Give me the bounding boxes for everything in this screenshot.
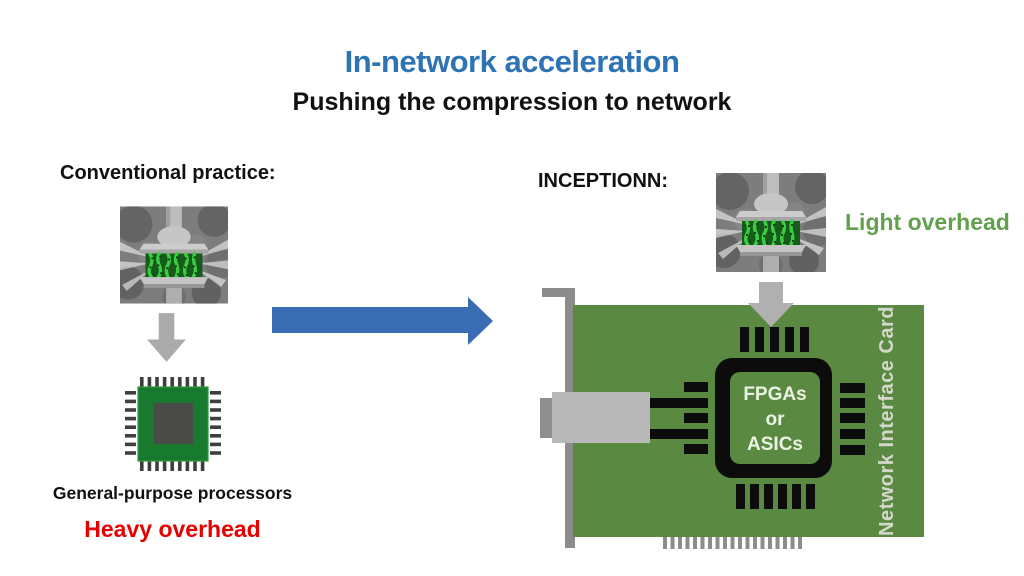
inceptionn-heading: INCEPTIONN:	[538, 170, 668, 192]
right-arrow-icon	[272, 297, 493, 345]
cpu-chip-pins	[125, 377, 221, 471]
heavy-overhead-label: Heavy overhead	[84, 516, 261, 542]
slide-subtitle: Pushing the compression to network	[292, 88, 732, 116]
chip-traces	[650, 382, 708, 454]
conventional-caption: General-purpose processors	[52, 483, 293, 503]
compression-press-image-inceptionn	[716, 173, 826, 272]
compression-press-image-conventional	[120, 206, 228, 304]
fpga-chip-face	[730, 372, 820, 464]
edge-connector-pins	[663, 537, 802, 549]
down-arrow-icon	[748, 282, 794, 327]
network-port-connector	[540, 392, 650, 443]
fpga-chip-pins	[736, 327, 865, 509]
fpga-chip-label-line1: FPGAs	[743, 384, 806, 405]
light-overhead-label: Light overhead	[845, 209, 1010, 235]
fpga-chip-label-line3: ASICs	[747, 434, 803, 455]
network-interface-card-illustration: FPGAs or ASICs Network Interface Card	[540, 288, 924, 549]
cpu-chip-icon	[125, 377, 221, 471]
down-arrow-icon	[147, 313, 186, 362]
conventional-heading: Conventional practice:	[60, 162, 276, 184]
cpu-chip-die	[154, 403, 193, 444]
fpga-chip-label: FPGAs or ASICs	[743, 384, 806, 455]
fpga-chip-label-line2: or	[766, 409, 786, 430]
nic-side-label: Network Interface Card	[876, 306, 898, 536]
slide-title: In-network acceleration	[344, 44, 680, 79]
